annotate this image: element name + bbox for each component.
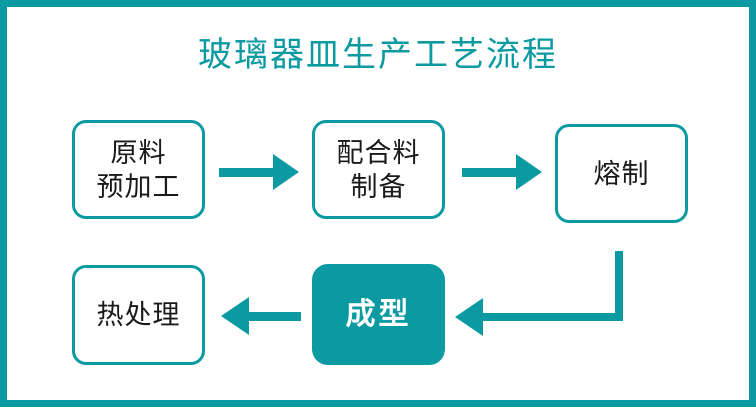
arrow-shaft bbox=[245, 311, 301, 321]
diagram-inner-surface: 玻璃器皿生产工艺流程 原料 预加工 配合料 制备 熔制 bbox=[7, 7, 749, 400]
arrow-raw-to-batch bbox=[219, 152, 299, 192]
page-title: 玻璃器皿生产工艺流程 bbox=[198, 36, 558, 74]
flow-node-label-line1: 成型 bbox=[345, 297, 412, 331]
arrow-head-left-icon bbox=[221, 297, 249, 335]
flow-node-label-line1: 熔制 bbox=[593, 158, 650, 189]
connector-horizontal-segment bbox=[483, 313, 623, 321]
flow-node-raw-material-pretreatment[interactable]: 原料 预加工 bbox=[72, 120, 205, 219]
flow-node-melting[interactable]: 熔制 bbox=[555, 124, 688, 223]
flow-node-label-line1: 原料 bbox=[110, 137, 167, 168]
arrow-forming-to-heat-treatment bbox=[221, 296, 301, 336]
flow-node-label-line1: 热处理 bbox=[96, 300, 181, 330]
flow-node-batch-preparation[interactable]: 配合料 制备 bbox=[312, 120, 445, 219]
flow-node-label-line2: 制备 bbox=[350, 171, 407, 202]
flow-node-label-line1: 配合料 bbox=[336, 137, 421, 168]
flow-node-forming[interactable]: 成型 bbox=[312, 264, 445, 365]
arrow-head-right-icon bbox=[273, 154, 299, 190]
connector-melting-to-forming bbox=[447, 219, 637, 349]
connector-vertical-segment bbox=[615, 251, 623, 321]
flow-node-heat-treatment[interactable]: 热处理 bbox=[72, 265, 205, 365]
flow-node-label-line2: 预加工 bbox=[96, 171, 181, 202]
arrow-head-left-icon bbox=[455, 298, 483, 336]
arrow-head-right-icon bbox=[516, 154, 542, 190]
arrow-shaft bbox=[219, 167, 277, 177]
arrow-shaft bbox=[462, 167, 520, 177]
arrow-batch-to-melting bbox=[462, 152, 542, 192]
